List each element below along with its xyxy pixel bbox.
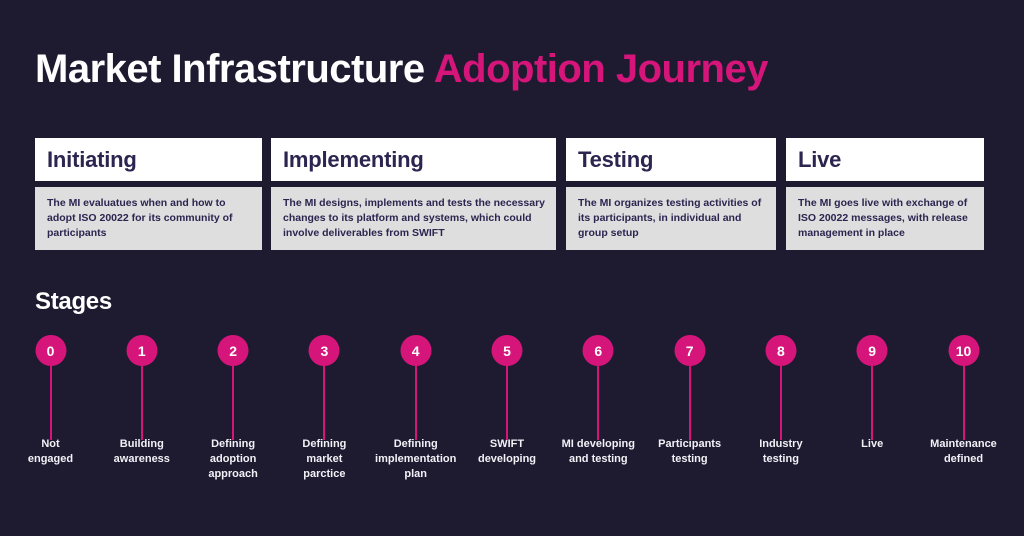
stage-pin: 3 <box>279 335 370 440</box>
page-title: Market Infrastructure Adoption Journey <box>35 47 768 91</box>
stage-number-badge: 2 <box>217 335 249 366</box>
phase-label: Initiating <box>47 146 137 172</box>
stage-number-badge: 9 <box>856 335 888 366</box>
stage-label: Defining adoption approach <box>208 438 258 480</box>
stage-number-badge: 3 <box>308 335 340 366</box>
stage-pin: 7 <box>644 335 735 440</box>
stage-number-badge: 1 <box>126 335 158 366</box>
stage-pin: 0 <box>5 335 96 440</box>
phase-description: The MI goes live with exchange of ISO 20… <box>786 187 984 250</box>
stage-label: Defining implementation plan <box>375 438 457 480</box>
page-title-primary: Market Infrastructure <box>35 47 434 91</box>
stage-pin: 2 <box>188 335 279 440</box>
stage-stem <box>871 364 874 440</box>
stage-number-badge: 6 <box>582 335 614 366</box>
stage-label: Maintenance defined <box>930 438 997 465</box>
page-title-accent: Adoption Journey <box>433 47 769 91</box>
stage-stem <box>597 364 600 440</box>
stage-label: Building awareness <box>113 438 170 465</box>
stage-stem <box>140 364 143 440</box>
stage-label: Participants testing <box>658 438 722 465</box>
phase-header: Live <box>786 138 984 181</box>
stage-number-badge: 0 <box>35 335 66 366</box>
stage-pin: 1 <box>96 335 187 440</box>
stage-pin: 9 <box>827 335 918 440</box>
stage-stem <box>232 364 235 440</box>
stage-stem <box>49 364 52 440</box>
stage-label: MI developing and testing <box>561 438 635 465</box>
phase-label: Testing <box>578 146 654 172</box>
stage-stem <box>506 364 508 440</box>
phase-header: Initiating <box>35 138 262 181</box>
stage-number-badge: 4 <box>400 335 432 366</box>
phase-header: Implementing <box>271 138 556 181</box>
stage-stem <box>414 364 417 440</box>
stage-number-badge: 7 <box>674 335 706 366</box>
stage-stem <box>779 364 782 440</box>
stage-label: Industry testing <box>759 438 803 465</box>
stage-pin: 8 <box>735 335 826 440</box>
stage-number-badge: 5 <box>491 335 523 366</box>
stage-pin: 4 <box>370 335 461 440</box>
phase-label: Implementing <box>283 146 424 172</box>
stage-pin: 6 <box>553 335 644 440</box>
stage-number-badge: 10 <box>948 335 979 366</box>
stage-marker[interactable]: 6 MI developing and testing <box>553 335 644 467</box>
phase-description: The MI organizes testing activities of i… <box>566 187 776 250</box>
stage-stem <box>962 364 965 440</box>
stage-stem <box>323 364 326 440</box>
stage-number-badge: 8 <box>765 335 797 366</box>
stages-heading: Stages <box>35 288 112 315</box>
stage-pin: 5 <box>462 335 553 440</box>
phase-label: Live <box>798 146 842 172</box>
phase-description: The MI evaluatues when and how to adopt … <box>35 187 262 250</box>
stage-label: Live <box>861 438 884 450</box>
stage-label: SWIFT developing <box>477 438 537 465</box>
phase-description: The MI designs, implements and tests the… <box>271 187 556 250</box>
stage-pin: 10 <box>918 335 1009 440</box>
stage-label: Not engaged <box>27 438 74 465</box>
stage-label: Defining market parctice <box>302 438 347 480</box>
phase-header: Testing <box>566 138 776 181</box>
stage-stem <box>688 364 691 440</box>
